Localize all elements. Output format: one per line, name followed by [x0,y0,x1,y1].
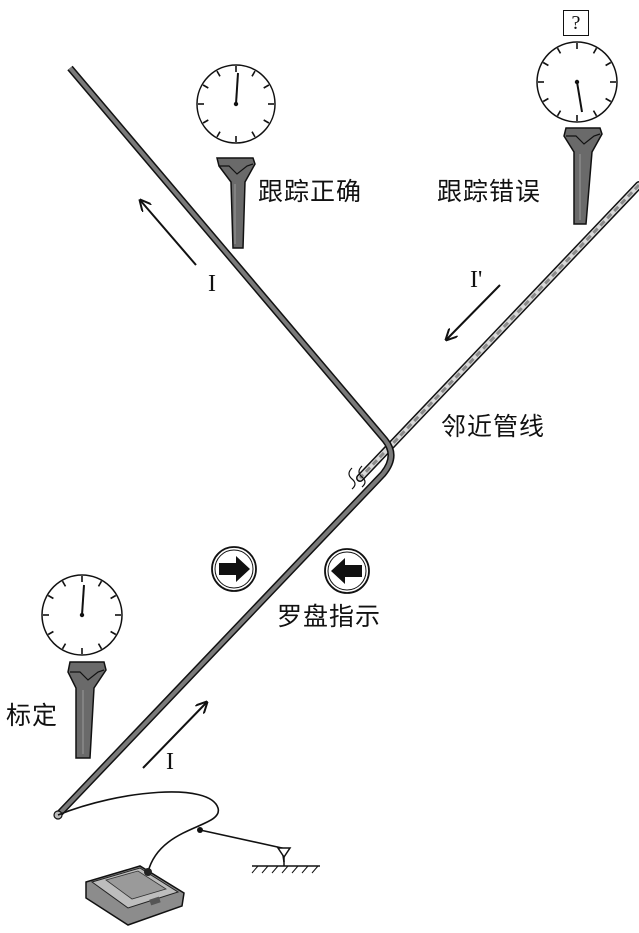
current-arrow-upper [140,200,197,266]
meter-needle [81,584,85,616]
transmitter-device [85,865,185,926]
dial-tick [47,630,54,636]
meter-needle [235,72,239,105]
lead-clip [197,827,203,833]
dial-tick [202,119,209,124]
dial-tick [263,84,270,89]
dial-tick [542,97,549,103]
current-label-adjacent: I' [470,267,483,293]
dial-tick [47,594,54,600]
dial-tick [542,61,549,67]
meter-needle [576,81,583,113]
ground-symbol-icon [251,847,320,874]
label-compass-indication: 罗盘指示 [277,602,382,631]
dial-tick [605,61,612,67]
dial-tick [251,70,256,77]
current-arrow-adjacent [446,284,501,340]
dial-tick [61,643,67,650]
dial-tick [110,630,117,636]
dial-tick [216,131,221,138]
label-tracking-wrong: 跟踪错误 [437,177,542,206]
adjacent-pipeline [356,181,639,482]
label-tracking-correct: 跟踪正确 [258,177,363,206]
dial-tick [556,47,562,54]
label-adjacent-pipeline: 邻近管线 [441,412,546,441]
compass-right-arrow-icon [211,546,257,592]
question-mark-box: ? [563,10,589,36]
dial-tick [110,594,117,600]
current-arrow-lower [142,702,207,769]
dial-tick [251,131,256,138]
current-label-lower: I [166,749,174,775]
dial-tick [97,643,103,650]
receiver-calibration [67,661,107,759]
dial-tick [97,580,103,587]
meter-tracking-correct [196,64,276,144]
meter-tracking-wrong [536,41,618,123]
dial-tick [605,97,612,103]
receiver-tracking-correct [216,157,256,249]
dial-tick [556,110,562,117]
dial-tick [592,47,598,54]
signal-lead [57,791,219,873]
current-label-upper: I [208,271,216,297]
dial-tick [263,119,270,124]
ground-lead [199,829,285,863]
dial-tick [202,84,209,89]
meter-calibration [41,574,123,656]
receiver-tracking-wrong [563,127,603,225]
dial-tick [216,70,221,77]
coupling-squiggle [348,465,366,490]
label-calibration: 标定 [6,701,59,730]
dial-tick [61,580,67,587]
dial-tick [592,110,598,117]
compass-left-arrow-icon [324,548,370,594]
